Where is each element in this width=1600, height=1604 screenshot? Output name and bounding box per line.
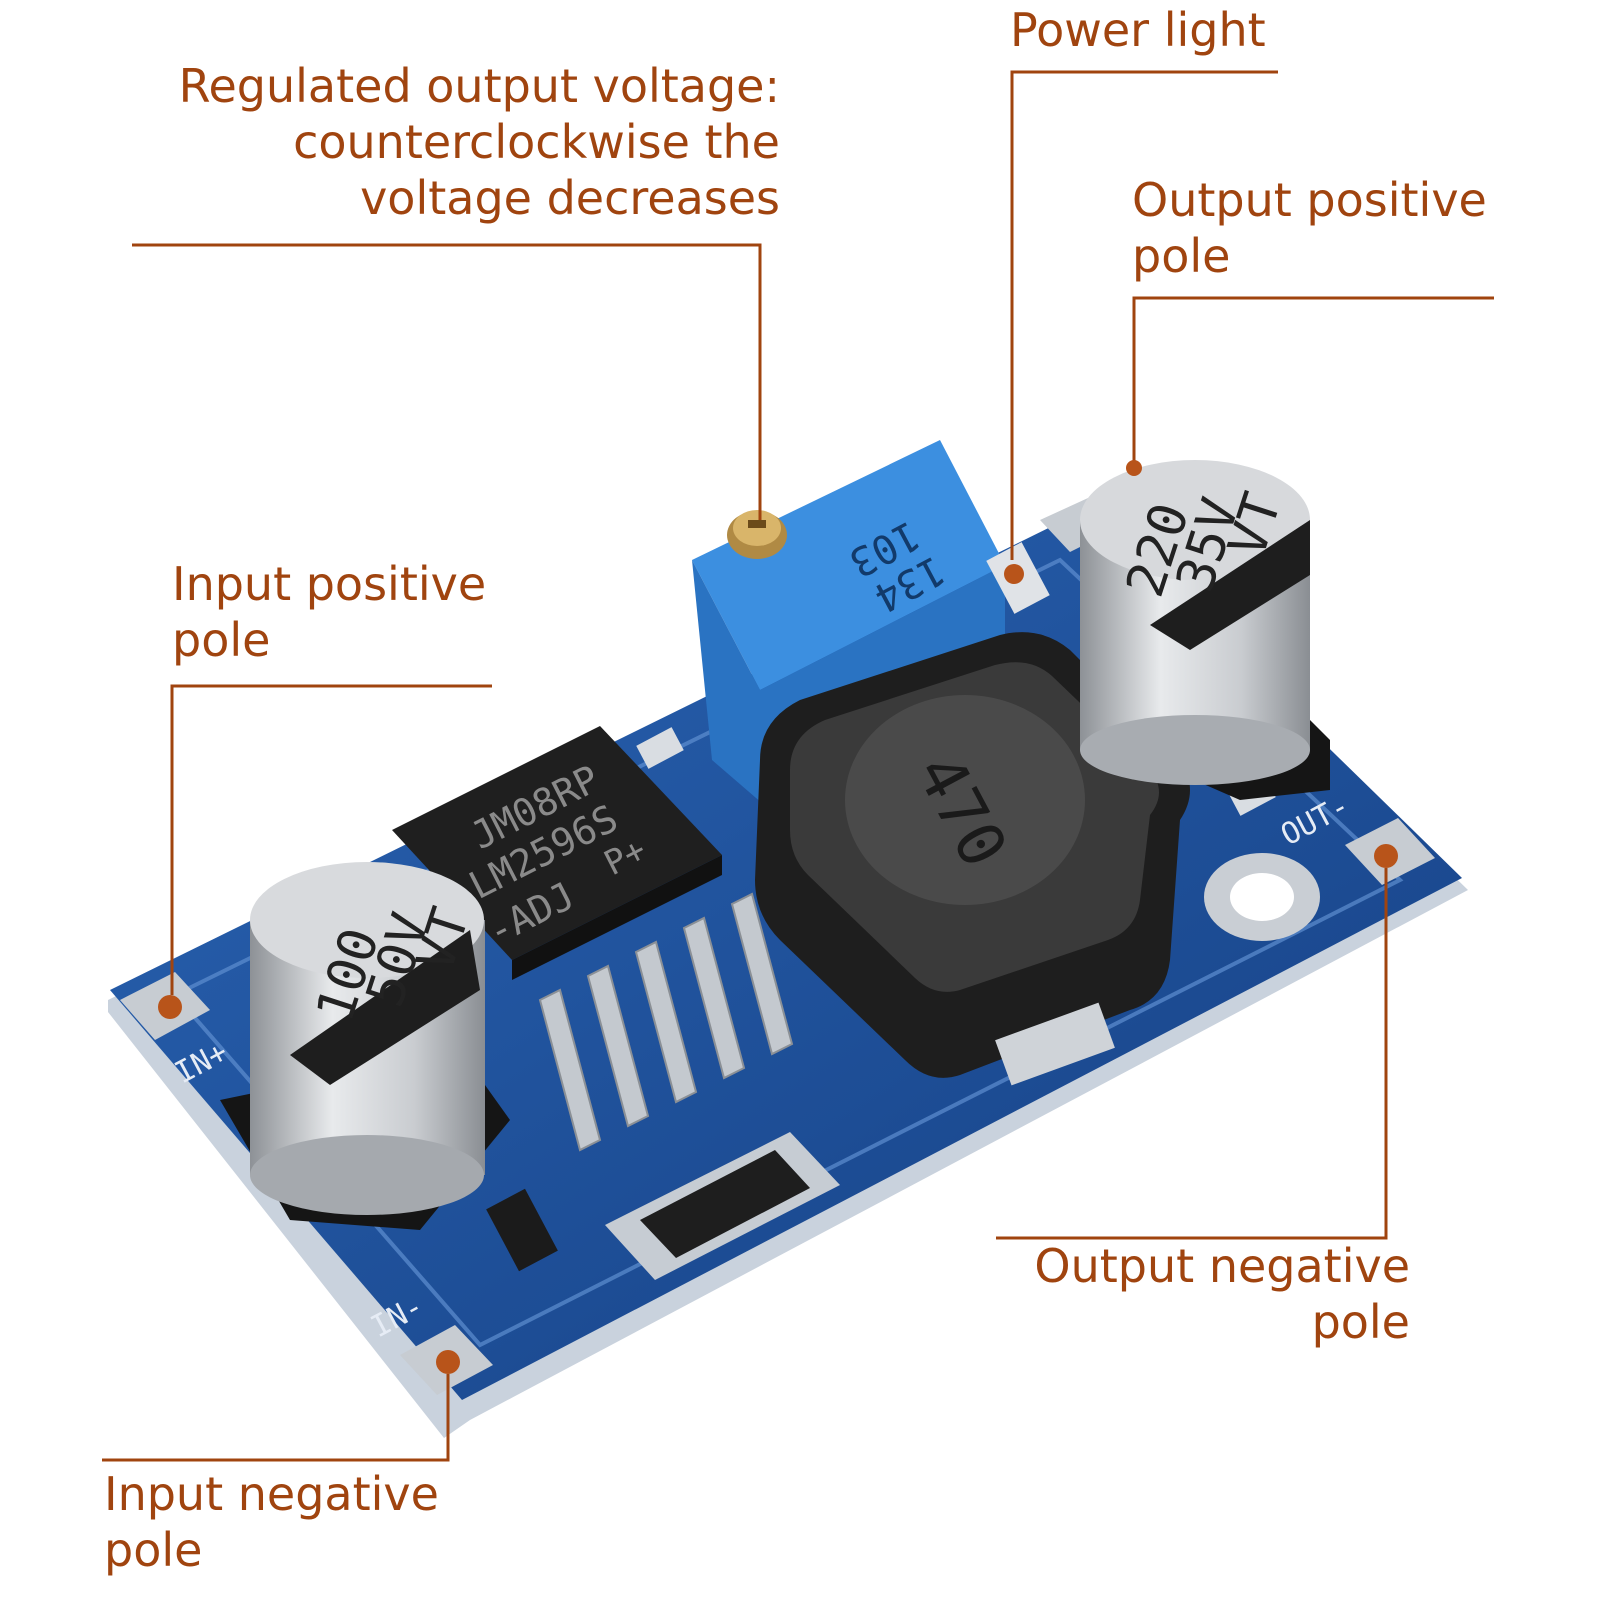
label-regulated-line2: counterclockwise the bbox=[293, 115, 780, 169]
pad-out-minus bbox=[1345, 818, 1435, 885]
label-regulated-output: Regulated output voltage: counterclockwi… bbox=[60, 58, 780, 226]
smd-resistor bbox=[636, 727, 684, 769]
smd-capacitor bbox=[486, 1188, 558, 1272]
inductor-core bbox=[845, 695, 1085, 905]
label-output-negative: Output negative pole bbox=[900, 1238, 1410, 1350]
pad-in-plus bbox=[120, 972, 210, 1040]
label-regulated-line1: Regulated output voltage: bbox=[178, 59, 780, 113]
label-output-positive-line1: Output positive bbox=[1132, 173, 1487, 227]
power-led bbox=[986, 542, 1050, 614]
label-output-negative-line1: Output negative bbox=[1034, 1239, 1410, 1293]
leader-regulated bbox=[132, 243, 762, 520]
label-input-negative-line2: pole bbox=[104, 1523, 203, 1577]
label-power-light: Power light bbox=[1010, 2, 1310, 58]
label-input-negative-line1: Input negative bbox=[104, 1467, 439, 1521]
inductor-lead bbox=[995, 1002, 1115, 1086]
inductor: 470 bbox=[755, 632, 1190, 1086]
label-input-positive: Input positive pole bbox=[172, 556, 592, 668]
label-output-negative-line2: pole bbox=[1311, 1295, 1410, 1349]
label-output-positive-line2: pole bbox=[1132, 229, 1231, 283]
diode bbox=[605, 1132, 840, 1280]
label-power-light-text: Power light bbox=[1010, 3, 1266, 57]
leader-lines bbox=[102, 70, 1494, 1462]
label-output-positive: Output positive pole bbox=[1132, 172, 1572, 284]
label-regulated-line3: voltage decreases bbox=[360, 171, 780, 225]
pad-in-minus bbox=[400, 1325, 493, 1395]
mounting-hole bbox=[1204, 853, 1320, 941]
label-input-positive-line1: Input positive bbox=[172, 557, 487, 611]
leader-input-positive bbox=[170, 684, 492, 995]
input-capacitor: 100 50V VT bbox=[220, 862, 510, 1230]
label-input-positive-line2: pole bbox=[172, 613, 271, 667]
leader-output-negative bbox=[996, 868, 1388, 1240]
leader-input-negative bbox=[102, 1374, 450, 1462]
regulator-chip: JM08RP LM2596S -ADJ P+ bbox=[392, 726, 794, 1152]
adjust-screw bbox=[727, 510, 787, 559]
leader-power bbox=[1010, 70, 1278, 560]
output-capacitor: 220 35V VT bbox=[1080, 460, 1330, 800]
leader-dot-output-positive bbox=[1126, 460, 1142, 476]
label-input-negative: Input negative pole bbox=[104, 1466, 544, 1578]
leader-output-positive bbox=[1132, 296, 1494, 462]
